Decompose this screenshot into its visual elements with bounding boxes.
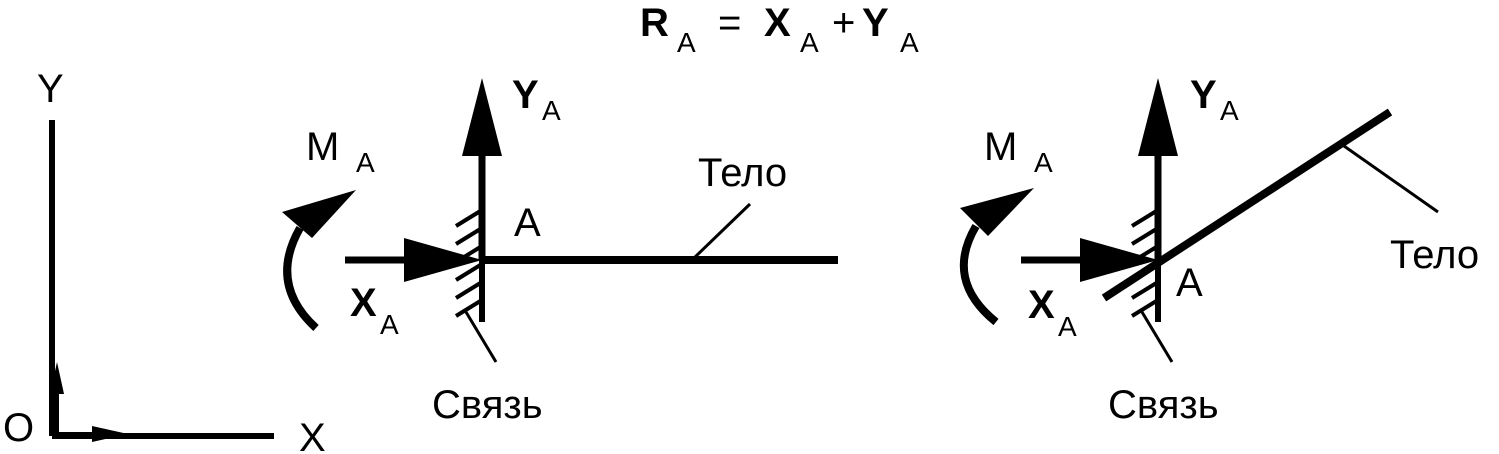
right-force-x-arrowhead bbox=[1080, 238, 1158, 282]
right-force-y-sub: A bbox=[1220, 95, 1239, 126]
left-moment-label: M bbox=[306, 125, 339, 169]
left-moment-arrowhead bbox=[282, 190, 356, 238]
left-body-leader bbox=[692, 202, 752, 260]
left-constraint-leader bbox=[464, 311, 498, 363]
origin-label: O bbox=[3, 406, 34, 450]
right-constraint-leader bbox=[1140, 311, 1174, 363]
right-force-y-label: Y bbox=[1190, 73, 1217, 117]
equation-y: Y bbox=[862, 1, 889, 45]
reaction-equation: R A = X A + Y A bbox=[640, 1, 919, 58]
left-force-y-arrowhead bbox=[462, 78, 502, 156]
right-constraint-label: Связь bbox=[1108, 383, 1219, 427]
right-moment-arc bbox=[959, 223, 999, 326]
right-point-label: A bbox=[1176, 261, 1203, 305]
equation-r-sub: A bbox=[677, 27, 696, 58]
equation-r: R bbox=[640, 1, 669, 45]
right-force-x-label: X bbox=[1028, 283, 1055, 327]
right-force-y-arrowhead bbox=[1138, 78, 1178, 156]
equation-x: X bbox=[764, 1, 791, 45]
left-force-x-arrowhead bbox=[404, 238, 482, 282]
right-body-leader bbox=[1343, 144, 1439, 214]
right-figure: Тело Связь Y A X A A M A bbox=[959, 73, 1479, 427]
left-point-label: A bbox=[514, 201, 541, 245]
right-moment-arrowhead bbox=[960, 188, 1034, 236]
equation-y-sub: A bbox=[900, 27, 919, 58]
coordinate-axes: Y X O bbox=[3, 67, 326, 454]
left-body-label: Тело bbox=[698, 151, 787, 195]
left-wall-hatching bbox=[454, 208, 484, 318]
left-moment-arc bbox=[283, 226, 319, 331]
left-force-y-sub: A bbox=[542, 95, 561, 126]
equation-plus: + bbox=[832, 1, 855, 45]
left-force-y-label: Y bbox=[512, 73, 539, 117]
right-body-beam bbox=[1101, 108, 1393, 302]
equation-equals: = bbox=[718, 1, 741, 45]
right-force-x-sub: A bbox=[1058, 311, 1077, 342]
left-figure: Тело Связь Y A X A A M A bbox=[282, 73, 838, 427]
y-axis-label: Y bbox=[37, 67, 64, 111]
right-moment-label: M bbox=[984, 125, 1017, 169]
left-moment-sub: A bbox=[356, 147, 375, 178]
unit-vector-j-arrowhead bbox=[50, 362, 64, 394]
unit-vector-i-arrowhead bbox=[92, 426, 128, 442]
right-body-label: Тело bbox=[1390, 233, 1479, 277]
right-moment-sub: A bbox=[1034, 147, 1053, 178]
x-axis-label: X bbox=[299, 416, 326, 454]
left-force-x-sub: A bbox=[380, 309, 399, 340]
left-force-x-label: X bbox=[350, 281, 377, 325]
left-constraint-label: Связь bbox=[432, 383, 543, 427]
equation-x-sub: A bbox=[800, 27, 819, 58]
